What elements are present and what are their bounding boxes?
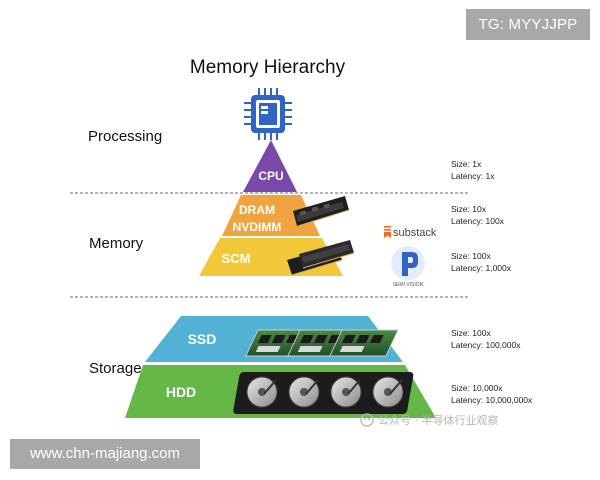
ssd-board-icon — [245, 329, 399, 357]
cpu-chip-icon — [244, 88, 292, 140]
section-label-memory: Memory — [89, 235, 144, 252]
annotation-dram: Size: 10x Latency: 100x — [451, 203, 504, 227]
annotation-cpu-size: Size: 1x — [451, 159, 482, 169]
annotation-cpu: Size: 1x Latency: 1x — [451, 158, 494, 182]
annotation-cpu-latency: Latency: 1x — [451, 171, 495, 181]
tier-ssd-label: SSD — [188, 331, 217, 347]
annotation-scm-size: Size: 100x — [451, 251, 491, 261]
semivision-logo-icon — [391, 246, 425, 280]
dimm-module-icon-scm — [287, 240, 355, 276]
tier-cpu-shape — [243, 140, 297, 192]
hard-drive-icon — [233, 372, 414, 414]
tier-nvdimm-label: NVDIMM — [233, 220, 282, 234]
tier-cpu-label: CPU — [258, 169, 283, 183]
substack-icon — [384, 226, 391, 238]
wechat-watermark: 公众号 · 半导体行业观察 — [378, 413, 499, 427]
tier-dram-label: DRAM — [239, 203, 275, 217]
section-label-storage: Storage — [89, 360, 142, 377]
annotation-scm-latency: Latency: 1,000x — [451, 263, 512, 273]
section-label-processing: Processing — [88, 128, 163, 145]
semivision-label: SEMI VISION — [393, 282, 424, 288]
annotation-hdd-size: Size: 10,000x — [451, 383, 503, 393]
annotation-dram-size: Size: 10x — [451, 204, 486, 214]
annotation-hdd-latency: Latency: 10,000,000x — [451, 395, 533, 405]
annotation-ssd-size: Size: 100x — [451, 328, 491, 338]
annotation-dram-latency: Latency: 100x — [451, 216, 504, 226]
wechat-icon — [360, 413, 374, 427]
watermark-telegram: TG: MYYJJPP — [466, 9, 590, 40]
dimm-module-icon — [293, 196, 350, 227]
annotation-ssd-latency: Latency: 100,000x — [451, 340, 521, 350]
annotation-scm: Size: 100x Latency: 1,000x — [451, 250, 511, 274]
watermark-website: www.chn-majiang.com — [10, 439, 200, 469]
substack-label: substack — [393, 227, 437, 239]
annotation-ssd: Size: 100x Latency: 100,000x — [451, 327, 520, 351]
annotation-hdd: Size: 10,000x Latency: 10,000,000x — [451, 382, 532, 406]
diagram-title: Memory Hierarchy — [189, 57, 346, 78]
tier-dram-shape — [222, 195, 320, 236]
tier-scm-label: SCM — [222, 251, 251, 266]
tier-hdd-label: HDD — [166, 384, 196, 400]
